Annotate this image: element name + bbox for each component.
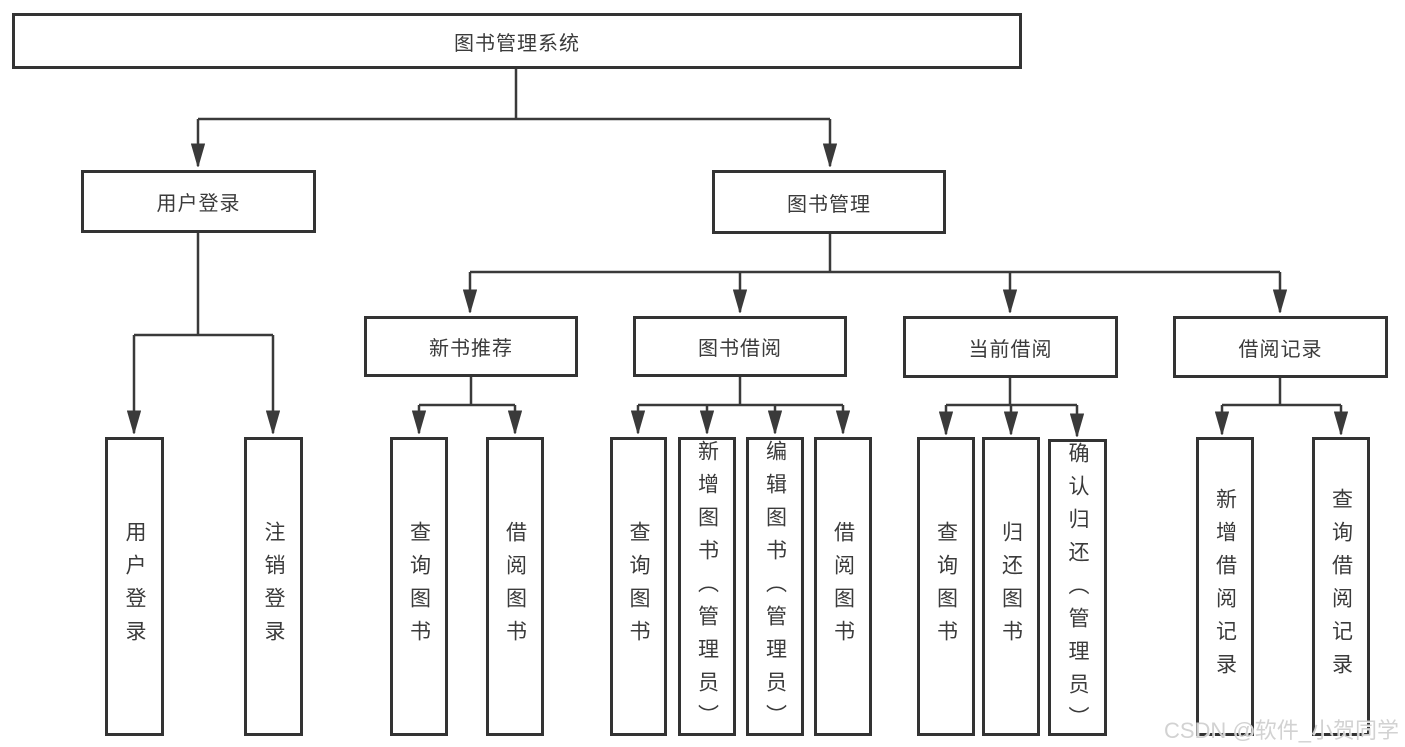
leaf-br-add-record-label: 新增借阅记录 [1213, 487, 1237, 686]
leaf-bb-add-books: 新增图书（管理员） [678, 437, 736, 737]
node-new-book-recommend-label: 新书推荐 [429, 338, 513, 360]
leaf-cb-return-books: 归还图书 [982, 437, 1040, 736]
leaf-bb-borrow-books-label: 借阅图书 [831, 520, 855, 653]
leaf-cb-query-books-label: 查询图书 [934, 520, 958, 653]
node-user-login: 用户登录 [81, 170, 316, 233]
connectors [134, 69, 1341, 436]
leaf-cb-query-books: 查询图书 [917, 437, 975, 736]
leaf-cb-return-books-label: 归还图书 [999, 520, 1023, 653]
node-book-management-label: 图书管理 [787, 193, 871, 216]
leaf-bb-edit-books: 编辑图书（管理员） [746, 437, 804, 737]
leaf-logout-label: 注销登录 [262, 520, 285, 653]
leaf-cb-confirm-return-label: 确认归还（管理员） [1066, 442, 1089, 739]
node-user-login-label: 用户登录 [156, 193, 241, 215]
node-library-system-label: 图书管理系统 [454, 32, 580, 55]
leaf-rec-borrow-books: 借阅图书 [486, 437, 544, 736]
node-book-borrowing-label: 图书借阅 [698, 338, 782, 360]
leaf-user-login-label: 用户登录 [123, 520, 146, 653]
node-current-borrowing-label: 当前借阅 [968, 338, 1053, 361]
node-borrow-records-label: 借阅记录 [1238, 338, 1323, 361]
leaf-bb-edit-books-label: 编辑图书（管理员） [763, 440, 787, 737]
csdn-watermark: CSDN @软件_小贺同学 [1163, 718, 1399, 743]
node-current-borrowing: 当前借阅 [903, 316, 1118, 378]
node-borrow-records: 借阅记录 [1173, 316, 1388, 378]
leaf-logout: 注销登录 [244, 437, 303, 736]
node-new-book-recommend: 新书推荐 [364, 316, 578, 377]
leaf-bb-query-books-label: 查询图书 [627, 520, 650, 653]
node-library-system: 图书管理系统 [12, 13, 1022, 69]
leaf-cb-confirm-return: 确认归还（管理员） [1048, 439, 1107, 739]
leaf-rec-borrow-books-label: 借阅图书 [503, 520, 527, 653]
node-book-management: 图书管理 [712, 170, 946, 234]
leaf-br-add-record: 新增借阅记录 [1196, 437, 1254, 736]
node-book-borrowing: 图书借阅 [633, 316, 847, 377]
leaf-br-query-record-label: 查询借阅记录 [1329, 487, 1353, 686]
leaf-bb-add-books-label: 新增图书（管理员） [695, 440, 719, 737]
leaf-bb-borrow-books: 借阅图书 [814, 437, 872, 736]
leaf-rec-query-books-label: 查询图书 [407, 520, 431, 653]
leaf-user-login: 用户登录 [105, 437, 164, 736]
leaf-br-query-record: 查询借阅记录 [1312, 437, 1370, 736]
leaf-rec-query-books: 查询图书 [390, 437, 448, 736]
leaf-bb-query-books: 查询图书 [610, 437, 667, 736]
connector-rails [134, 69, 1341, 407]
